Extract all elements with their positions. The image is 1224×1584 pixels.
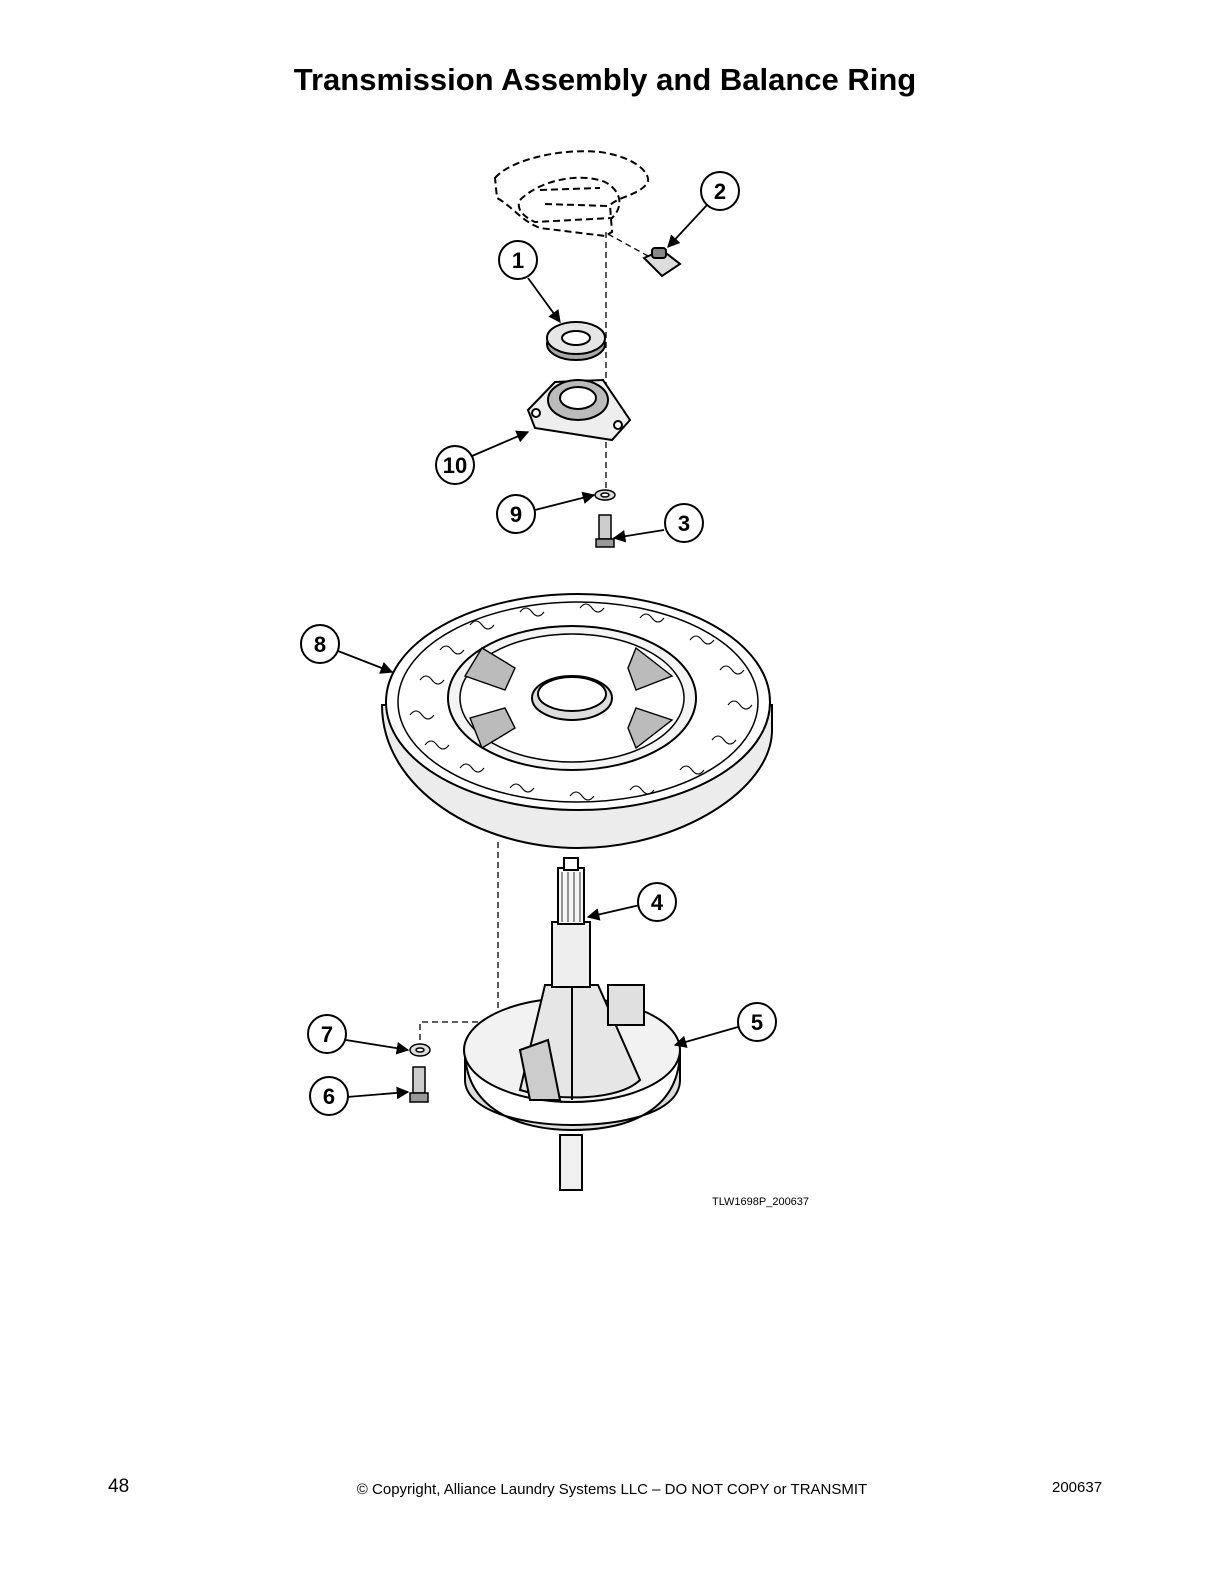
callout-7: 7 (307, 1014, 347, 1054)
part-3-bolt (595, 514, 615, 548)
svg-text:7: 7 (321, 1022, 333, 1047)
phantom-tub-outline (493, 150, 650, 238)
callout-2: 2 (700, 171, 740, 211)
part-1-seal (546, 321, 606, 361)
callout-6: 6 (309, 1076, 349, 1116)
page-title: Transmission Assembly and Balance Ring (293, 62, 917, 97)
svg-text:2: 2 (714, 179, 726, 204)
callout-8: 8 (300, 624, 340, 664)
callout-5: 5 (737, 1002, 777, 1042)
svg-text:8: 8 (314, 632, 326, 657)
svg-text:3: 3 (678, 511, 690, 536)
part-6-bolt (409, 1066, 429, 1103)
part-10-bearing-housing (526, 378, 632, 442)
svg-text:1: 1 (512, 248, 524, 273)
part-9-washer (594, 489, 616, 501)
part-4-shaft (551, 857, 591, 1191)
svg-text:10: 10 (443, 453, 467, 478)
svg-text:4: 4 (651, 890, 664, 915)
copyright-notice: © Copyright, Alliance Laundry Systems LL… (356, 1481, 868, 1498)
callout-3: 3 (664, 503, 704, 543)
assembly-axis-line-2 (607, 233, 649, 257)
callout-1: 1 (498, 240, 538, 280)
callout-10: 10 (435, 445, 475, 485)
svg-text:6: 6 (323, 1084, 335, 1109)
part-2-clip (642, 247, 682, 278)
figure-code: TLW1698P_200637 (712, 1196, 810, 1208)
part-8-balance-ring (380, 593, 773, 850)
part-7-washer (409, 1043, 431, 1057)
part-5-transmission (463, 984, 681, 1132)
svg-text:5: 5 (751, 1010, 763, 1035)
leader-arrows (337, 204, 739, 1100)
svg-text:9: 9 (510, 502, 522, 527)
document-number: 200637 (1052, 1479, 1103, 1496)
callout-9: 9 (496, 494, 536, 534)
callout-4: 4 (637, 882, 677, 922)
page-number: 48 (108, 1476, 130, 1497)
